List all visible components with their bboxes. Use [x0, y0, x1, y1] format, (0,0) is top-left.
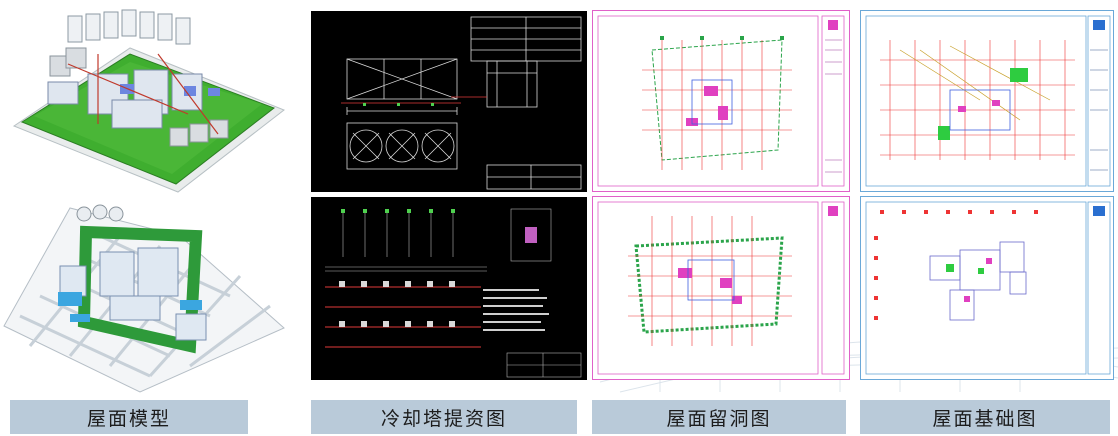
cooling-tower-cad-top — [311, 11, 587, 192]
roof-foundation-sheet-top — [860, 10, 1114, 192]
caption-cooling-tower-drawing: 冷却塔提资图 — [311, 400, 577, 434]
roof-model-white-render — [0, 196, 290, 396]
roof-opening-sheet-top — [592, 10, 850, 192]
cooling-tower-cad-bottom — [311, 197, 587, 380]
roof-opening-sheet-bottom — [592, 196, 850, 380]
caption-roof-foundation-drawing: 屋面基础图 — [860, 400, 1110, 434]
roof-model-green-render — [8, 4, 288, 194]
caption-roof-model: 屋面模型 — [10, 400, 248, 434]
caption-roof-opening-drawing: 屋面留洞图 — [592, 400, 846, 434]
roof-foundation-sheet-bottom — [860, 196, 1114, 380]
